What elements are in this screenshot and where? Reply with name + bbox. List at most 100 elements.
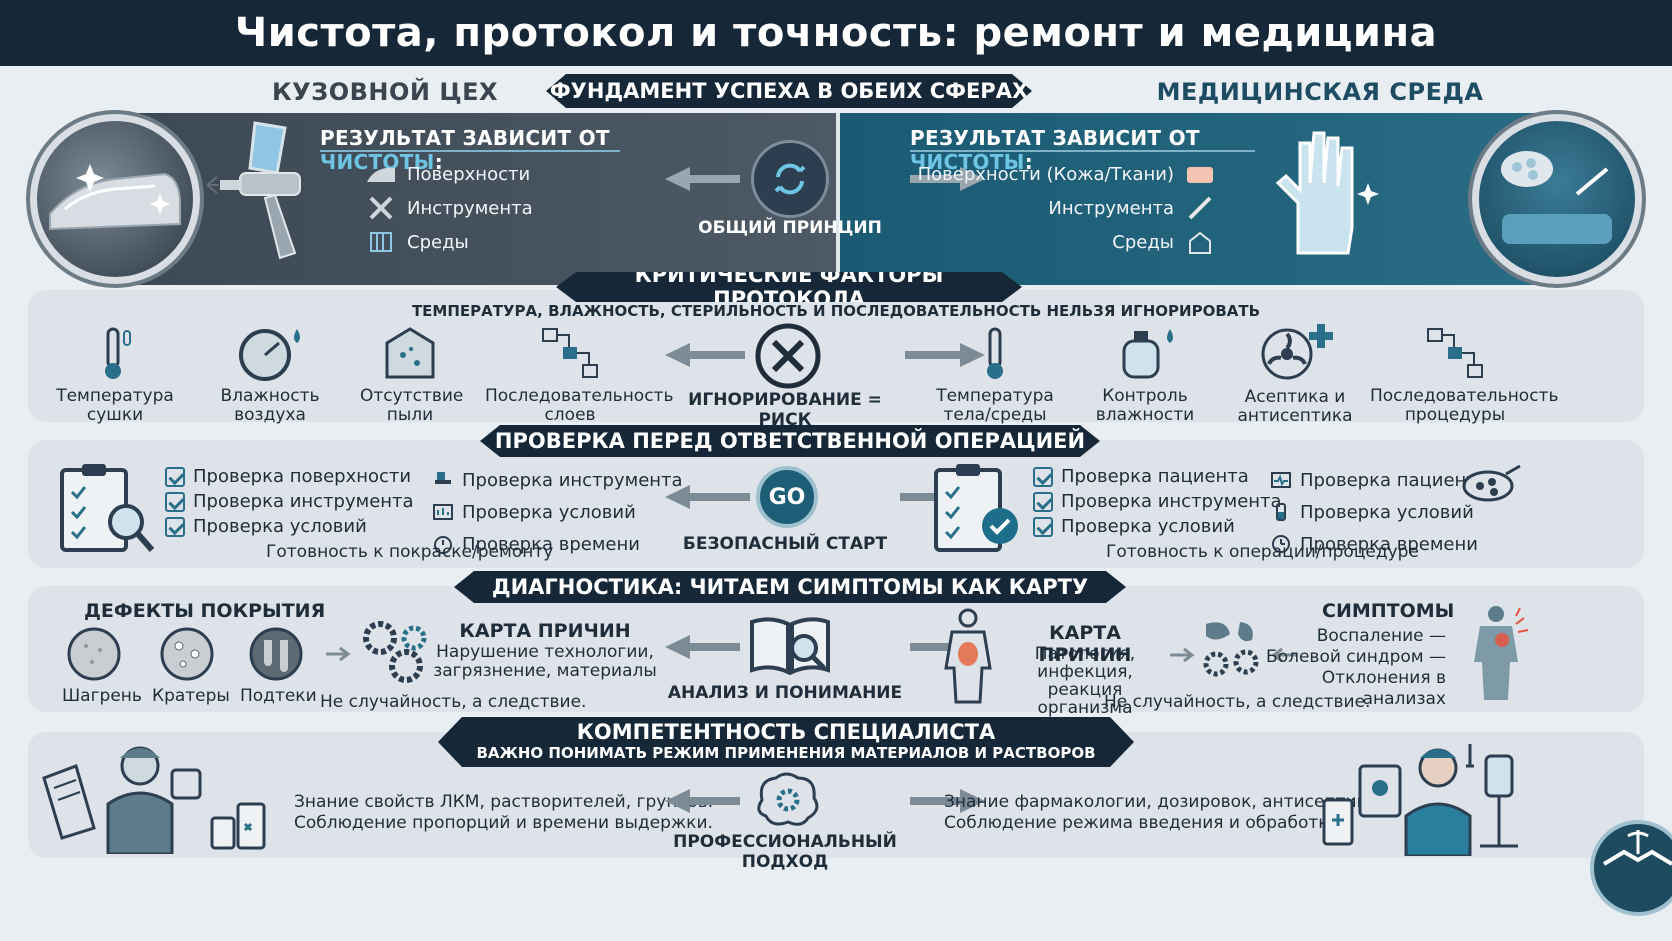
organs-gears-icon — [1203, 622, 1259, 677]
check-label: Проверка пациента — [1300, 469, 1488, 491]
clipboard-magnifier-icon — [60, 464, 155, 552]
defect-craters: Кратеры — [152, 626, 230, 706]
check-label: Проверка инструмента — [462, 469, 683, 491]
right-consequence-text: Не случайность, а следствие. — [1104, 692, 1371, 712]
left-item-environment: Среды — [365, 228, 469, 256]
check-item: Проверка инструмента — [165, 491, 414, 512]
factor-line1: Влажность — [220, 386, 320, 406]
heading-prefix: РЕЗУЛЬТАТ ЗАВИСИТ ОТ — [320, 126, 610, 150]
right-check-col2: Проверка пациента Проверка условий Прове… — [1270, 466, 1488, 558]
check-label: Проверка поверхности — [193, 466, 412, 487]
check-label: Проверка пациента — [1061, 466, 1249, 487]
left-item-tool: Инструмента — [365, 194, 533, 222]
arrow-right-icon — [1170, 647, 1195, 663]
checkbox-icon — [165, 516, 185, 537]
factor-line1: Контроль — [1102, 386, 1188, 406]
check-item: Проверка инструмента — [1033, 491, 1282, 512]
cross-icon — [755, 323, 821, 389]
check-item: Проверка пациента — [1033, 466, 1282, 487]
check-item: Проверка времени — [432, 530, 683, 558]
check-item: Проверка времени — [1270, 530, 1488, 558]
right-cleanliness-heading: РЕЗУЛЬТАТ ЗАВИСИТ ОТ ЧИСТОТЫ: — [910, 126, 1270, 174]
factor-line1: Последовательность — [1370, 386, 1559, 406]
right-item-environment: Среды — [900, 228, 1216, 256]
common-principle-label: ОБЩИЙ ПРИНЦИП — [698, 218, 882, 238]
factor-line2: процедуры — [1404, 405, 1506, 425]
check-label: Проверка условий — [193, 516, 367, 537]
protocol-ribbon: КРИТИЧЕСКИЕ ФАКТОРЫ ПРОТОКОЛА — [556, 272, 1022, 302]
check-label: Проверка инструмента — [1061, 491, 1282, 512]
car-image — [30, 114, 200, 284]
checkbox-icon — [165, 466, 185, 487]
factor-line2: антисептика — [1237, 406, 1353, 426]
checkbox-icon — [1033, 466, 1053, 487]
defect-runs: Подтеки — [240, 626, 317, 706]
right-readiness-text: Готовность к операции/процедуре — [1106, 542, 1419, 562]
gears-icon — [363, 621, 427, 683]
operating-lamp-icon — [1501, 151, 1612, 244]
check-item: Проверка условий — [1270, 498, 1488, 526]
glove-icon — [1275, 131, 1379, 255]
skin-icon — [1184, 160, 1216, 188]
heading-highlight: ЧИСТОТЫ — [320, 150, 435, 174]
cause-line: Нарушение технологии, — [436, 642, 654, 662]
craters-icon — [160, 627, 214, 681]
humidifier-icon — [1122, 329, 1173, 379]
factor-line2: влажности — [1095, 405, 1195, 425]
item-label: Среды — [1112, 231, 1174, 253]
check-ribbon: ПРОВЕРКА ПЕРЕД ОТВЕТСТВЕННОЙ ОПЕРАЦИЕЙ — [480, 425, 1100, 457]
book-magnifier-icon — [750, 617, 830, 676]
biohazard-icon — [1261, 324, 1333, 380]
clock-icon — [1270, 530, 1292, 558]
competence-subtitle: ВАЖНО ПОНИМАТЬ РЕЖИМ ПРИМЕНЕНИЯ МАТЕРИАЛ… — [476, 744, 1096, 762]
medical-competence-text: Знание фармакологии, дозировок, антисепт… — [944, 792, 1393, 834]
factor-line1: Асептика и — [1244, 387, 1346, 407]
competence-ribbon: КОМПЕТЕНТНОСТЬ СПЕЦИАЛИСТА ВАЖНО ПОНИМАТ… — [438, 717, 1134, 767]
factor-line1: Последовательность — [485, 386, 674, 406]
right-cause-map-title: КАРТА ПРИЧИН — [1038, 622, 1132, 666]
symptom-label: Болевой синдром — [1266, 647, 1424, 667]
symptom-item: Болевой синдром — — [1266, 647, 1446, 667]
defects-title: ДЕФЕКТЫ ПОКРЫТИЯ — [84, 600, 326, 622]
left-check-col2: Проверка инструмента Проверка условий Пр… — [432, 466, 683, 558]
competence-title: КОМПЕТЕНТНОСТЬ СПЕЦИАЛИСТА — [576, 720, 996, 744]
car-icon — [49, 164, 181, 231]
factor-line2: воздуха — [234, 405, 306, 425]
arrow-left-icon — [1271, 647, 1296, 663]
painter-worker-icon — [42, 746, 266, 854]
surgery-image — [1472, 114, 1642, 284]
vial-icon — [1270, 498, 1292, 526]
spray-gun-icon — [206, 121, 301, 260]
heading-suffix: : — [1024, 150, 1034, 174]
factor-line2: сушки — [86, 405, 144, 425]
check-label: Проверка условий — [1300, 501, 1474, 523]
item-label: Инструмента — [1048, 197, 1174, 219]
principle-arrows — [665, 167, 985, 191]
diagnostics-ribbon: ДИАГНОСТИКА: ЧИТАЕМ СИМПТОМЫ КАК КАРТУ — [454, 571, 1126, 603]
left-readiness-text: Готовность к покраске/ремонту — [266, 542, 554, 562]
checkbox-icon — [1033, 516, 1053, 537]
symptom-item: Отклонения в анализах — [1250, 668, 1446, 710]
checkbox-icon — [165, 491, 185, 512]
heading-highlight: ЧИСТОТЫ — [910, 150, 1025, 174]
check-label: Проверка инструмента — [193, 491, 414, 512]
check-label: Проверка времени — [1300, 533, 1478, 555]
risk-arrows — [665, 343, 985, 367]
go-badge: GO — [756, 466, 818, 528]
check-label: Проверка условий — [1061, 516, 1235, 537]
hygrometer-icon — [239, 329, 300, 381]
check-item: Проверка условий — [1033, 516, 1282, 537]
factor-line2: слоев — [544, 405, 596, 425]
left-section-title: КУЗОВНОЙ ЦЕХ — [272, 78, 498, 106]
sync-circle — [751, 140, 829, 218]
check-item: Проверка поверхности — [165, 466, 414, 487]
brain-gear-icon — [757, 772, 819, 826]
cause-line: организма — [1037, 698, 1133, 718]
monitor-icon — [1270, 466, 1292, 494]
factor-line1: Температура — [56, 386, 174, 406]
check-label: Проверка условий — [462, 501, 636, 523]
